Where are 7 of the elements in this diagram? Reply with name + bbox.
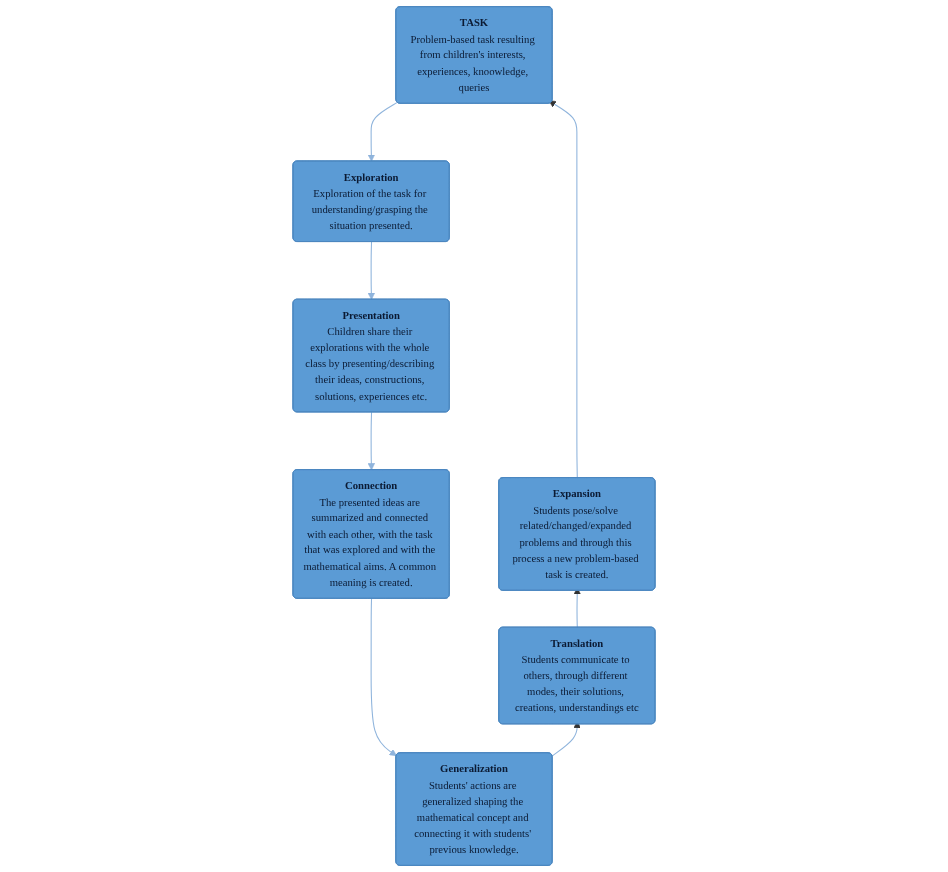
arrow — [548, 100, 578, 479]
arrow — [573, 587, 581, 629]
arrow — [551, 721, 581, 757]
arrow — [367, 411, 375, 471]
arrow — [367, 241, 375, 300]
arrow — [370, 598, 397, 757]
arrow — [367, 101, 398, 162]
